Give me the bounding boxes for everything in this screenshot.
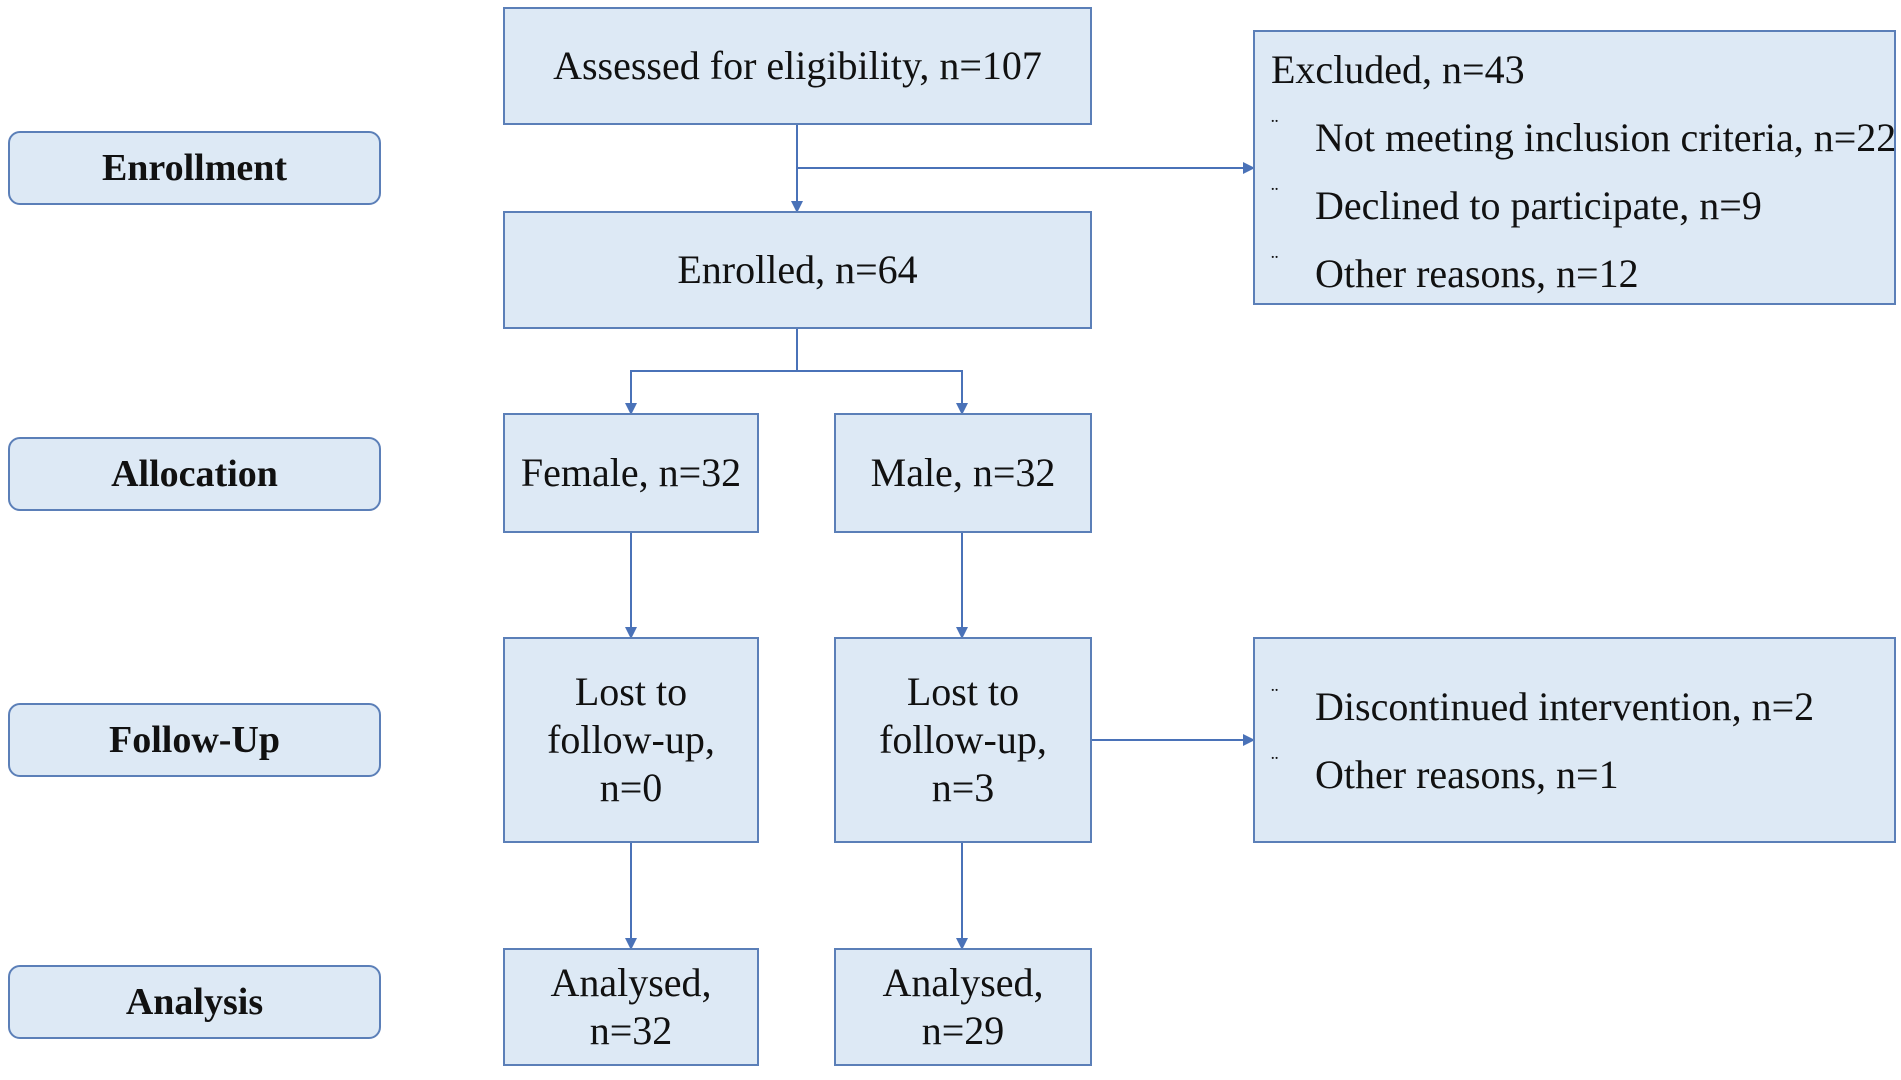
- split-line-male: [797, 370, 968, 415]
- lost-male-line-2: follow-up,: [879, 717, 1047, 762]
- bullet-icon: ¨: [1271, 182, 1279, 207]
- male-box: Male, n=32: [834, 413, 1092, 533]
- excluded-item-label: Declined to participate, n=9: [1315, 183, 1762, 228]
- excluded-item: ¨ Not meeting inclusion criteria, n=22: [1271, 114, 1896, 161]
- bullet-icon: ¨: [1271, 114, 1279, 139]
- female-box: Female, n=32: [503, 413, 759, 533]
- lost-female-box: Lost to follow-up, n=0: [503, 637, 759, 843]
- analysed-male-line-2: n=29: [921, 1008, 1005, 1053]
- lost-male-line-3: n=3: [931, 765, 995, 810]
- analysed-male-line-1: Analysed,: [882, 960, 1044, 1005]
- assessed-box: Assessed for eligibility, n=107: [503, 7, 1092, 125]
- analysed-female-line-1: Analysed,: [550, 960, 712, 1005]
- stage-analysis: Analysis: [8, 965, 381, 1039]
- followup-reason-item: ¨ Discontinued intervention, n=2: [1271, 683, 1814, 730]
- stage-allocation: Allocation: [8, 437, 381, 511]
- analysed-male-box: Analysed, n=29: [834, 948, 1092, 1066]
- excluded-box: Excluded, n=43 ¨ Not meeting inclusion cr…: [1253, 30, 1896, 305]
- bullet-icon: ¨: [1271, 683, 1279, 708]
- followup-reasons-box: ¨ Discontinued intervention, n=2 ¨ Other r…: [1253, 637, 1896, 843]
- lost-male-line-1: Lost to: [906, 669, 1020, 714]
- lost-female-line-2: follow-up,: [547, 717, 715, 762]
- stage-enrollment: Enrollment: [8, 131, 381, 205]
- analysed-female-line-2: n=32: [589, 1008, 673, 1053]
- excluded-item-label: Other reasons, n=12: [1315, 251, 1639, 296]
- followup-reason-label: Other reasons, n=1: [1315, 752, 1619, 797]
- excluded-item: ¨ Declined to participate, n=9: [1271, 182, 1762, 229]
- split-line: [625, 329, 798, 415]
- lost-female-line-1: Lost to: [574, 669, 688, 714]
- excluded-item: ¨ Other reasons, n=12: [1271, 250, 1639, 297]
- lost-female-line-3: n=0: [599, 765, 663, 810]
- followup-reason-item: ¨ Other reasons, n=1: [1271, 751, 1619, 798]
- excluded-item-label: Not meeting inclusion criteria, n=22: [1315, 115, 1897, 160]
- lost-male-box: Lost to follow-up, n=3: [834, 637, 1092, 843]
- bullet-icon: ¨: [1271, 250, 1279, 275]
- excluded-title: Excluded, n=43: [1271, 47, 1525, 92]
- analysed-female-box: Analysed, n=32: [503, 948, 759, 1066]
- bullet-icon: ¨: [1271, 751, 1279, 776]
- enrolled-box: Enrolled, n=64: [503, 211, 1092, 329]
- stage-follow-up: Follow-Up: [8, 703, 381, 777]
- followup-reason-label: Discontinued intervention, n=2: [1315, 684, 1815, 729]
